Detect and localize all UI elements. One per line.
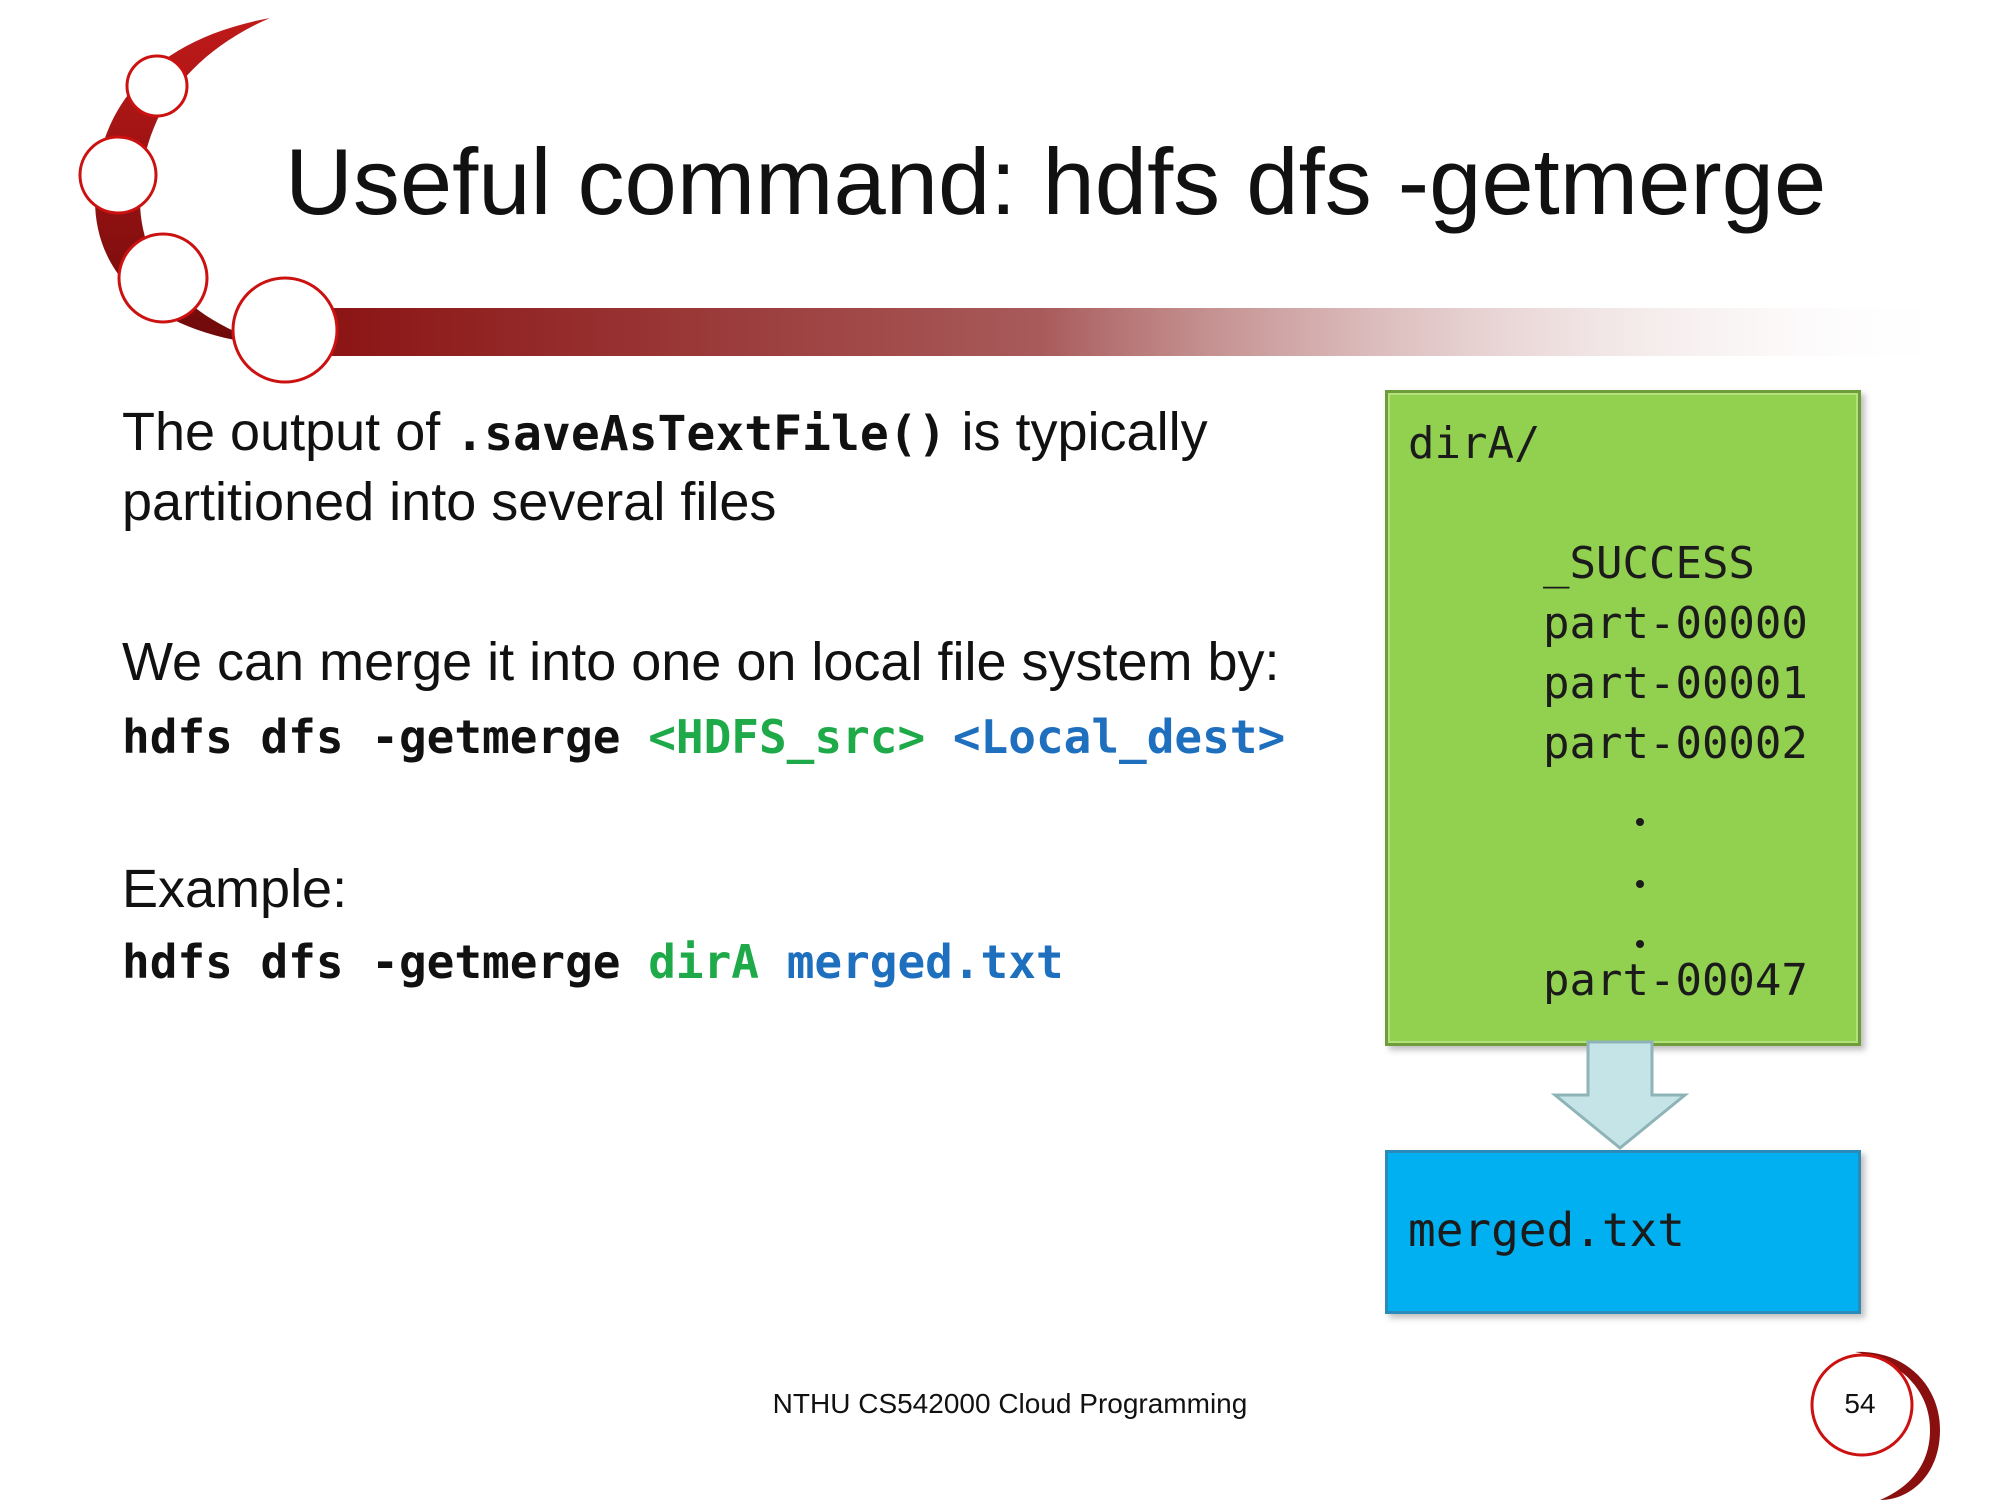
page-number: 54 [1844,1388,1876,1419]
merged-file-box [1385,1150,1861,1314]
para1-prefix: The output of [122,402,456,462]
para1-suffix: is typically [946,402,1208,462]
example-cmd: hdfs dfs -getmerge [122,935,649,989]
tree-file-part-00047: part-00047 [1543,955,1808,1006]
ellipsis-dot [1636,818,1644,826]
title-underline-rule [285,308,1965,356]
page-number-swoosh [1855,1351,1940,1500]
bubble-2 [78,135,158,215]
bubble-4 [231,276,339,384]
example-label: Example: [122,859,348,919]
merged-file-label: merged.txt [1408,1203,1685,1257]
save-as-text-file-code: .saveAsTextFile() [455,406,947,462]
tree-root: dirA/ [1408,418,1541,469]
down-arrow-icon [1550,1040,1690,1150]
getmerge-example: hdfs dfs -getmerge dirA merged.txt [122,935,1064,989]
tree-file-part-00001: part-00001 [1543,658,1808,709]
tree-file-part-00000: part-00000 [1543,598,1808,649]
example-src: dirA [648,935,759,989]
directory-tree-box [1385,390,1861,1046]
syntax-space [925,710,953,764]
example-dest: merged.txt [786,935,1064,989]
page-number-circle [1810,1353,1914,1457]
example-space [759,935,787,989]
syntax-dest: <Local_dest> [952,710,1286,764]
footer-course: NTHU CS542000 Cloud Programming [772,1388,1248,1419]
bubble-1 [125,54,189,118]
bubble-3 [117,232,209,324]
ellipsis-dot [1636,880,1644,888]
para1-line2: partitioned into several files [122,472,777,532]
tree-file-success: _SUCCESS [1543,538,1755,589]
tree-file-part-00002: part-00002 [1543,718,1808,769]
ellipsis-dot [1636,940,1644,948]
slide-title: Useful command: hdfs dfs -getmerge [285,129,1827,234]
syntax-cmd: hdfs dfs -getmerge [122,710,649,764]
paragraph-merge: We can merge it into one on local file s… [122,632,1280,692]
paragraph-output: The output of .saveAsTextFile() is typic… [122,398,1362,536]
getmerge-syntax: hdfs dfs -getmerge <HDFS_src> <Local_des… [122,710,1285,764]
syntax-src: <HDFS_src> [648,710,926,764]
